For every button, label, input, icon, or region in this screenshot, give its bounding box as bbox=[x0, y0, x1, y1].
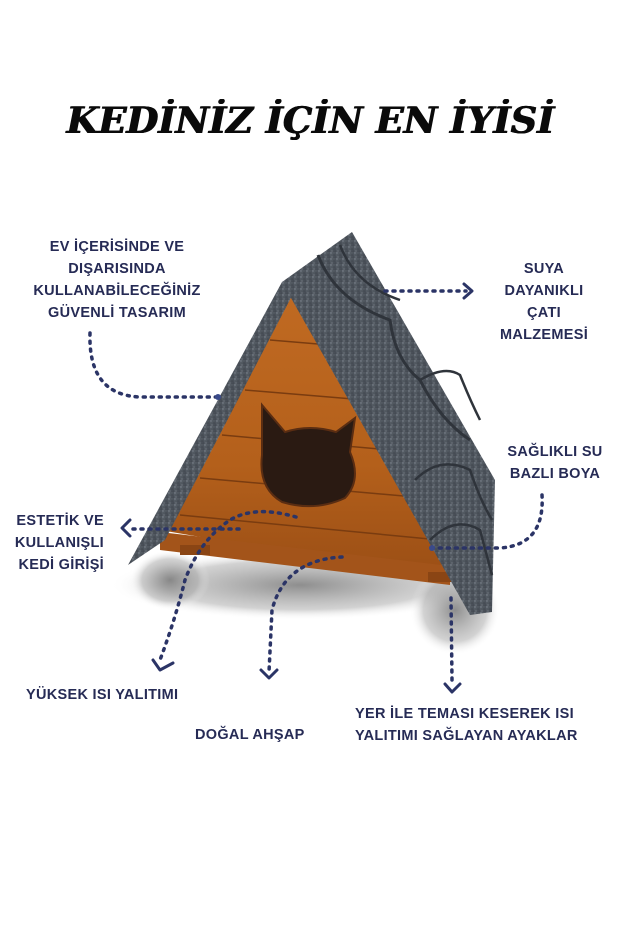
arrow-down-icon-wood bbox=[259, 668, 279, 680]
callout-line: YER İLE TEMASI KESEREK ISI bbox=[355, 706, 574, 722]
callout-natural-wood: DOĞAL AHŞAP bbox=[195, 724, 315, 746]
callout-healthy-paint: SAĞLIKLI SU BAZLI BOYA bbox=[500, 441, 610, 485]
arrowheads bbox=[120, 282, 474, 694]
callout-line: KULLANIŞLI bbox=[14, 535, 104, 551]
callout-indoor-outdoor: EV İÇERİSİNDE VE DIŞARISINDA KULLANABİLE… bbox=[22, 236, 212, 324]
callout-waterproof-roof: SUYA DAYANIKLI ÇATI MALZEMESİ bbox=[485, 258, 603, 346]
callout-cat-entrance: ESTETİK VE KULLANIŞLI KEDİ GİRİŞİ bbox=[2, 510, 104, 576]
callout-line: DIŞARISINDA bbox=[68, 261, 166, 277]
callout-line: ESTETİK VE bbox=[16, 513, 104, 529]
dotted-connectors bbox=[88, 289, 544, 682]
callout-line: GÜVENLİ TASARIM bbox=[48, 305, 186, 321]
callout-insulation: YÜKSEK ISI YALITIMI bbox=[26, 684, 206, 706]
connector-healthy-paint bbox=[430, 493, 544, 550]
arrow-right-icon bbox=[462, 282, 474, 300]
callout-line: MALZEMESİ bbox=[499, 327, 589, 343]
callout-line: SAĞLIKLI SU bbox=[507, 444, 603, 460]
callout-line: EV İÇERİSİNDE VE bbox=[49, 239, 185, 255]
callout-line: SUYA bbox=[523, 261, 565, 277]
wooden-front-wall bbox=[160, 290, 458, 585]
cat-entrance-hole bbox=[260, 402, 357, 508]
roof-left-edge bbox=[128, 282, 295, 565]
callout-line: ÇATI bbox=[527, 305, 561, 321]
connector-indoor-outdoor bbox=[88, 331, 220, 399]
callout-line: KULLANABİLECEĞİNİZ bbox=[33, 283, 201, 299]
callout-line: YALITIMI SAĞLAYAN AYAKLAR bbox=[355, 728, 578, 744]
callout-line: KEDİ GİRİŞİ bbox=[18, 557, 104, 573]
callout-legs: YER İLE TEMASI KESEREK ISI YALITIMI SAĞL… bbox=[355, 703, 605, 747]
callout-line: YÜKSEK ISI YALITIMI bbox=[26, 687, 179, 703]
callout-line: DOĞAL AHŞAP bbox=[195, 727, 305, 743]
callout-line: BAZLI BOYA bbox=[509, 466, 601, 482]
arrow-down-icon-legs bbox=[443, 682, 462, 694]
roof-right-panel bbox=[282, 232, 495, 615]
arrow-left-icon bbox=[120, 518, 132, 538]
page-title: KEDİNİZ İÇİN EN İYİSİ bbox=[66, 100, 555, 142]
arrow-down-left-icon bbox=[151, 658, 175, 672]
callout-line: DAYANIKLI bbox=[504, 283, 584, 299]
